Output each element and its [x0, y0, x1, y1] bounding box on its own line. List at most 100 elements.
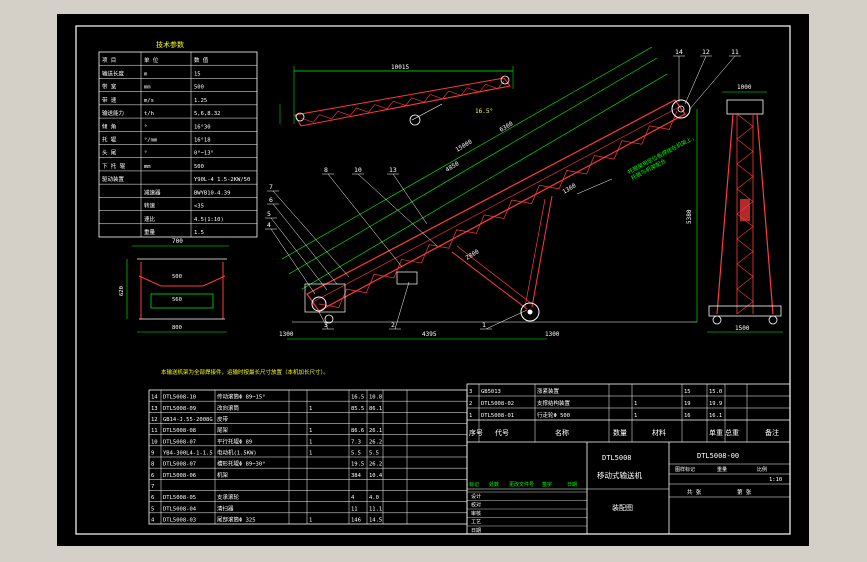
bom-cell: 传动滚筒Φ 89~15°	[217, 393, 266, 401]
bom-cell: DTL5008-10	[163, 395, 196, 401]
header-cell: 总重	[725, 428, 739, 437]
part-list-cell: 15	[684, 389, 691, 395]
bom-cell: 86.1	[369, 406, 382, 412]
params-cell: 倾 角	[102, 122, 116, 130]
params-cell: m/s	[144, 98, 154, 104]
params-cell: 1.25	[194, 98, 207, 104]
leader-line	[270, 217, 328, 291]
params-cell: 托 辊	[102, 136, 117, 144]
cross-section-view: 700 560 620 800 500	[119, 238, 229, 333]
header-cell: 名称	[555, 428, 569, 437]
part-list-cell: 19.9	[709, 401, 722, 407]
part-number-label: 6	[269, 196, 273, 204]
part-number-label: 12	[702, 48, 710, 56]
bom-cell: 14	[151, 395, 158, 401]
tb-rev-label: 签字	[542, 481, 552, 488]
part-list-cell: DTL5008-02	[481, 401, 514, 407]
tb-role: 工艺	[471, 520, 481, 526]
params-cell: mm	[144, 164, 151, 170]
bom-cell: DTL5008-05	[163, 495, 196, 501]
bom-cell: 13	[151, 406, 158, 412]
tb-label: 重量	[717, 466, 727, 473]
dim-side-width: 1000	[737, 84, 752, 91]
bom-cell: 1	[309, 406, 312, 412]
header-cell: 材料	[652, 428, 666, 437]
bom-cell: 11	[151, 428, 158, 434]
bom-cell: 4	[351, 495, 355, 501]
params-cell: t/h	[144, 111, 154, 117]
leader-line	[327, 173, 403, 268]
leader-line	[357, 173, 438, 247]
title-block-revision: 标记处数更改文件号签字日期设计校对审核工艺日期	[467, 481, 587, 534]
tb-rev-label: 更改文件号	[509, 481, 534, 488]
leader-line	[270, 228, 316, 295]
bom-cell: 支承滚轮	[217, 493, 240, 501]
bom-cell: 26.2	[369, 439, 382, 445]
dim-cs-base: 800	[172, 325, 182, 331]
bom-cell: 7	[151, 484, 154, 490]
params-cell: 速比	[144, 215, 156, 223]
part-list-cell: 3	[469, 389, 472, 395]
dim-length-g: 1300	[279, 331, 294, 338]
bom-cell: 9	[151, 451, 154, 457]
params-title: 技术参数	[156, 40, 184, 49]
title-name: 移动式输送机	[597, 470, 642, 480]
end-view: 1000 1500	[707, 84, 783, 333]
part-number-label: 3	[324, 321, 328, 329]
params-cell: 重量	[144, 228, 156, 236]
params-cell: 1.5	[194, 230, 204, 236]
title-block-sheet: 共 张第 张	[687, 488, 752, 496]
params-cell: 单 位	[144, 56, 159, 64]
bom-cell: 机架	[217, 471, 229, 479]
bom-cell: DTL5008-08	[163, 428, 196, 434]
dim-main-length: 15000	[454, 138, 473, 154]
tb-sheet-info: 第 张	[737, 488, 752, 496]
bom-cell: 10.4	[369, 473, 383, 479]
bom-cell: 12	[151, 417, 158, 423]
title-scale: 1:10	[769, 477, 782, 483]
bom-cell: 5.5	[351, 451, 361, 457]
tb-role: 日期	[471, 528, 481, 534]
top-view-conveyor: 10015 16.5°	[279, 64, 514, 127]
header-cell: 数量	[613, 428, 627, 437]
bom-cell: 5.5	[369, 451, 379, 457]
bom-cell: 7.3	[351, 439, 361, 445]
dim-length-e: 2800	[464, 248, 480, 262]
dim-length-f: 4395	[422, 331, 437, 338]
bom-cell: 86.6	[351, 428, 364, 434]
bom-cell: 尾部滚筒Φ 325	[217, 516, 256, 524]
bom-cell: DTL5008-06	[163, 473, 196, 479]
part-number-label: 11	[731, 48, 739, 56]
dim-length-d: 1360	[561, 182, 577, 196]
part-list-cell: 2	[469, 401, 472, 407]
tb-label: 比例	[757, 466, 767, 473]
tb-rev-label: 日期	[567, 482, 577, 488]
bom-cell: 384	[351, 473, 362, 479]
dim-cs-height: 620	[119, 286, 125, 296]
part-number-label: 1	[482, 321, 486, 329]
bom-cell: 尾架	[217, 427, 229, 434]
bom-cell: 4.0	[369, 495, 379, 501]
part-number-label: 2	[391, 321, 395, 329]
dim-cs-top: 500	[172, 274, 182, 280]
part-number-label: 14	[675, 48, 683, 56]
params-cell: m	[144, 71, 148, 77]
params-cell: 5,6,8.32	[194, 111, 221, 117]
dim-height-main: 5380	[686, 209, 693, 224]
params-cell: 转速	[144, 202, 156, 210]
bom-cell: 10	[151, 439, 158, 445]
part-list-cell: 15.0	[709, 389, 722, 395]
dim-length-b: 6360	[498, 120, 514, 134]
bom-cell: 清扫器	[217, 504, 234, 512]
tb-rev-label: 标记	[469, 481, 479, 488]
part-list-cell: 涨紧装置	[537, 387, 560, 395]
leader-line	[272, 190, 350, 278]
title-code-right: DTL5008-00	[697, 452, 739, 460]
leader-line	[684, 55, 707, 105]
part-number-label: 13	[389, 166, 397, 174]
